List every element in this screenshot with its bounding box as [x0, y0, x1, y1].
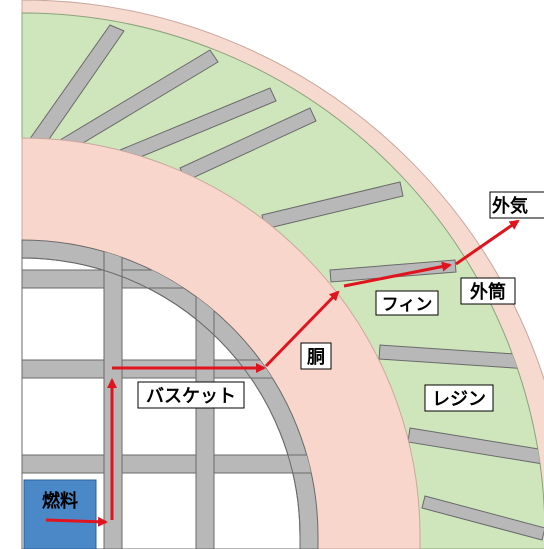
- fuel-label: 燃料: [42, 490, 78, 512]
- body-label: 胴: [307, 347, 325, 368]
- label-resin: レジン: [424, 384, 494, 412]
- arrow-to-outside: [455, 219, 520, 266]
- frame-left-edge: [0, 0, 22, 549]
- arrow-fuel-out: [45, 516, 108, 527]
- label-body: 胴: [300, 342, 332, 370]
- arrow-diag-body: [264, 290, 340, 368]
- label-basket: バスケット: [137, 381, 245, 409]
- outer-shell-label: 外筒: [470, 281, 506, 303]
- arrow-along-fin: [343, 261, 452, 288]
- label-outside-air: 外気: [489, 191, 544, 219]
- label-fin: フィン: [375, 290, 439, 316]
- fins-group: [22, 24, 544, 541]
- basket-label: バスケット: [146, 386, 236, 407]
- fuel-box: [23, 479, 97, 549]
- resin-label: レジン: [432, 389, 486, 410]
- fin-label: フィン: [382, 295, 433, 315]
- fin: [329, 259, 457, 283]
- basket-inner-edge: [21, 257, 301, 537]
- heat-flow-arrows: [45, 219, 520, 527]
- grid-bar-horizontal: [22, 454, 318, 474]
- label-outer-shell: 外筒: [460, 277, 516, 305]
- outside-air-label: 外気: [492, 195, 528, 217]
- fin: [421, 495, 544, 541]
